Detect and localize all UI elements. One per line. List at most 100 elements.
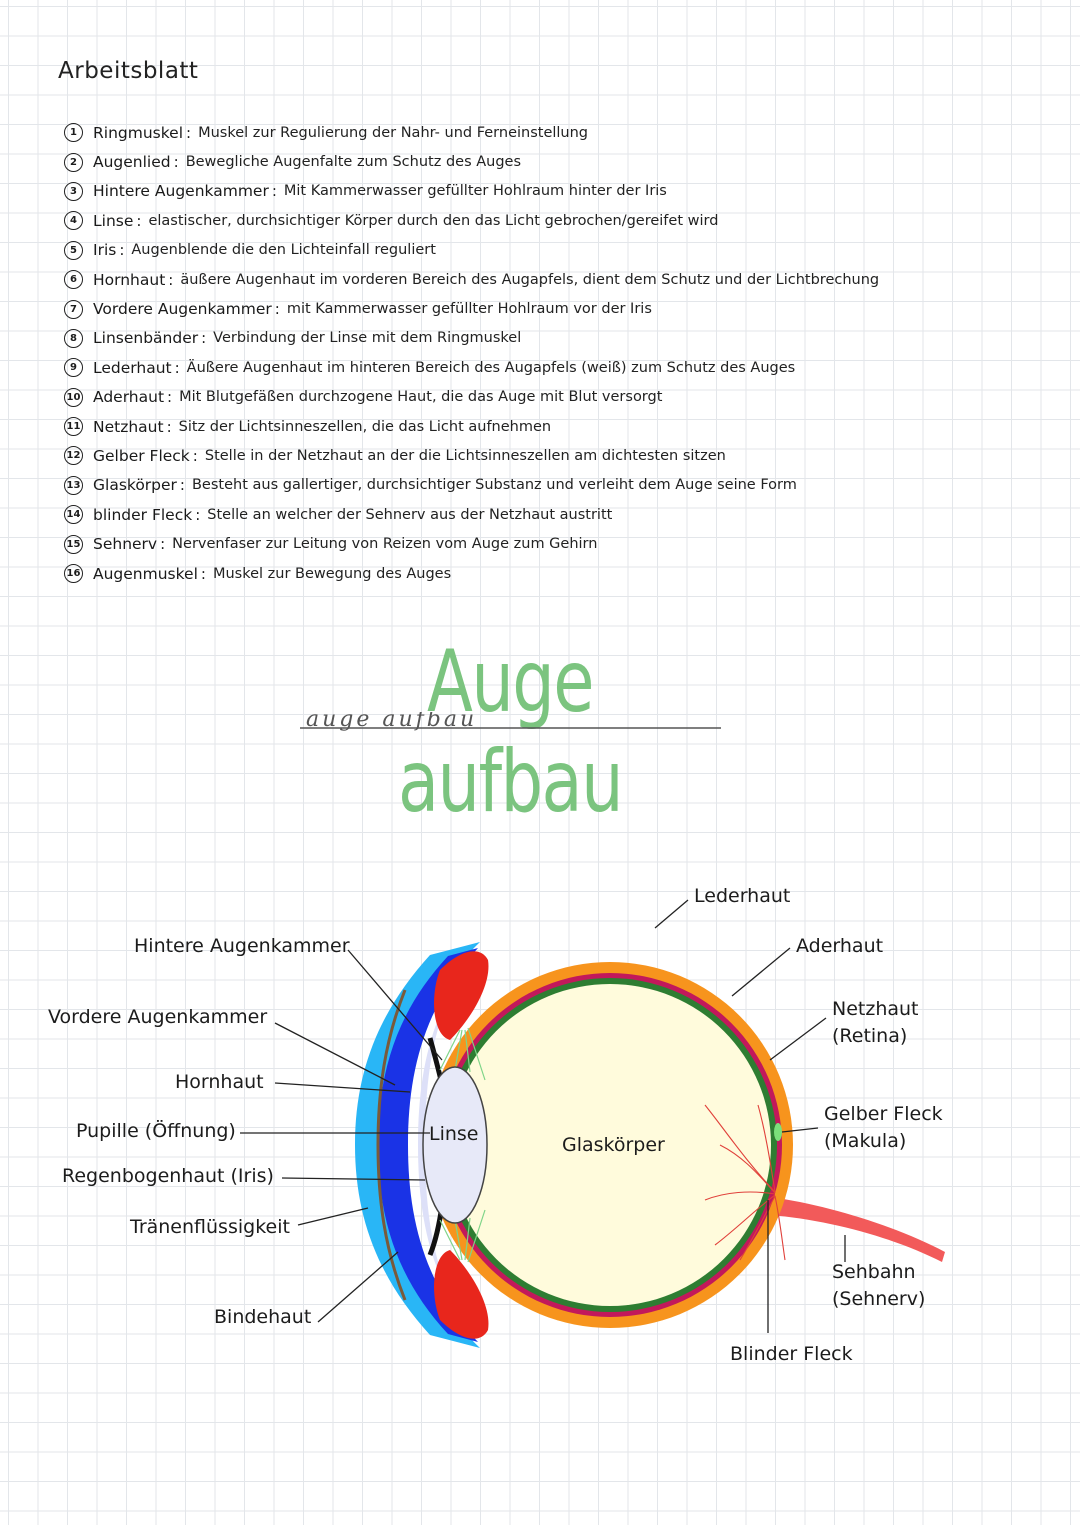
item-separator: : (136, 211, 142, 230)
item-definition: Stelle in der Netzhaut an der die Lichts… (204, 447, 726, 464)
item-number: 4 (64, 211, 83, 231)
macula (774, 1123, 782, 1141)
item-separator: : (174, 358, 180, 377)
label-glaskoerper: Glaskörper (562, 1134, 665, 1156)
label-hintere-augenkammer: Hintere Augenkammer (134, 935, 350, 957)
headline-scribble: auge aufbau (300, 712, 721, 732)
item-separator: : (200, 564, 206, 583)
label-pupille: Pupille (Öffnung) (76, 1119, 236, 1142)
item-term: Lederhaut (93, 358, 172, 377)
item-term: Glaskörper (93, 476, 177, 495)
item-separator: : (186, 123, 192, 142)
item-definition: Besteht aus gallertiger, durchsichtiger … (191, 477, 797, 494)
item-separator: : (271, 182, 277, 201)
cornea (378, 948, 478, 1342)
worksheet-title: Arbeitsblatt (58, 58, 199, 84)
glossary-item: 4 Linse: elastischer, durchsichtiger Körpe… (64, 206, 1024, 235)
item-term: Ringmuskel (93, 123, 184, 142)
item-separator: : (195, 505, 201, 524)
label-vordere-augenkammer: Vordere Augenkammer (48, 1006, 267, 1028)
item-definition: Äußere Augenhaut im hinteren Bereich des… (186, 359, 796, 376)
item-definition: Bewegliche Augenfalte zum Schutz des Aug… (185, 154, 522, 171)
lens (422, 1066, 488, 1224)
glossary-item: 13 Glaskörper: Besteht aus gallertiger, du… (64, 471, 1024, 500)
item-separator: : (168, 270, 174, 289)
item-term: Hornhaut (93, 270, 166, 289)
diagram-headline: Auge aufbau (397, 632, 624, 832)
ciliary-muscle-upper (434, 951, 489, 1040)
item-definition: Sitz der Lichtsinneszellen, die das Lich… (178, 418, 552, 435)
item-number: 16 (64, 564, 83, 584)
item-number: 5 (64, 240, 83, 260)
item-number: 2 (64, 152, 83, 172)
item-separator: : (167, 388, 173, 407)
item-number: 13 (64, 475, 83, 495)
label-lederhaut: Lederhaut (694, 885, 790, 907)
item-separator: : (173, 153, 179, 172)
item-separator: : (274, 300, 280, 319)
item-term: Netzhaut (93, 417, 164, 436)
item-number: 14 (64, 505, 83, 525)
label-aderhaut: Aderhaut (796, 935, 883, 957)
item-term: Gelber Fleck (93, 446, 190, 465)
label-retina: (Retina) (832, 1025, 907, 1047)
item-number: 3 (64, 181, 83, 201)
glossary-item: 16 Augenmuskel: Muskel zur Bewegung des Au… (64, 559, 1024, 588)
item-term: Augenmuskel (93, 564, 198, 583)
leader-lines (240, 899, 846, 1333)
item-number: 7 (64, 299, 83, 319)
label-iris: Regenbogenhaut (Iris) (62, 1165, 274, 1187)
item-separator: : (201, 329, 207, 348)
ciliary-muscle-lower (434, 1250, 489, 1339)
item-definition: Verbindung der Linse mit dem Ringmuskel (213, 330, 522, 347)
item-definition: mit Kammerwasser gefüllter Hohlraum vor … (286, 301, 652, 318)
item-term: Linse (93, 211, 134, 230)
item-definition: Stelle an welcher der Sehnerv aus der Ne… (207, 506, 613, 523)
glossary-item: 5 Iris: Augenblende die den Lichteinfall r… (64, 236, 1024, 265)
label-traenen: Tränenflüssigkeit (129, 1216, 290, 1238)
retinal-vessels (704, 1104, 786, 1261)
label-sehbahn: Sehbahn (832, 1261, 916, 1283)
label-gelber-fleck: Gelber Fleck (824, 1103, 943, 1125)
item-separator: : (160, 535, 166, 554)
item-number: 9 (64, 358, 83, 378)
item-number: 10 (64, 387, 83, 407)
item-definition: äußere Augenhaut im vorderen Bereich des… (180, 271, 880, 288)
item-number: 6 (64, 270, 83, 290)
item-definition: Nervenfaser zur Leitung von Reizen vom A… (172, 536, 598, 553)
vitreous-body (449, 984, 771, 1306)
optic-nerve (770, 1197, 945, 1262)
label-bindehaut: Bindehaut (214, 1306, 311, 1328)
eye-diagram: Lederhaut Aderhaut Netzhaut (Retina) Gel… (48, 885, 945, 1365)
item-term: Iris (93, 241, 117, 260)
glossary-item: 6 Hornhaut: äußere Augenhaut im vorderen B… (64, 265, 1024, 294)
item-definition: elastischer, durchsichtiger Körper durch… (148, 212, 719, 229)
glossary-item: 9 Lederhaut: Äußere Augenhaut im hinteren … (64, 353, 1024, 382)
label-blinder-fleck: Blinder Fleck (730, 1343, 853, 1365)
item-separator: : (179, 476, 185, 495)
item-number: 15 (64, 534, 83, 554)
label-makula: (Makula) (824, 1130, 906, 1152)
headline-scribble-text: auge aufbau (306, 712, 477, 732)
glossary-item: 15 Sehnerv: Nervenfaser zur Leitung von Re… (64, 529, 1024, 558)
item-number: 12 (64, 446, 83, 466)
item-definition: Muskel zur Bewegung des Auges (212, 565, 452, 582)
conjunctiva (376, 989, 407, 1301)
item-term: Sehnerv (93, 535, 158, 554)
label-sehnerv: (Sehnerv) (832, 1288, 925, 1310)
item-separator: : (119, 241, 125, 260)
item-definition: Mit Kammerwasser gefüllter Hohlraum hint… (283, 183, 667, 200)
label-hornhaut: Hornhaut (175, 1071, 264, 1093)
item-term: Linsenbänder (93, 329, 199, 348)
label-linse: Linse (429, 1123, 479, 1145)
item-definition: Augenblende die den Lichteinfall regulie… (131, 242, 436, 259)
